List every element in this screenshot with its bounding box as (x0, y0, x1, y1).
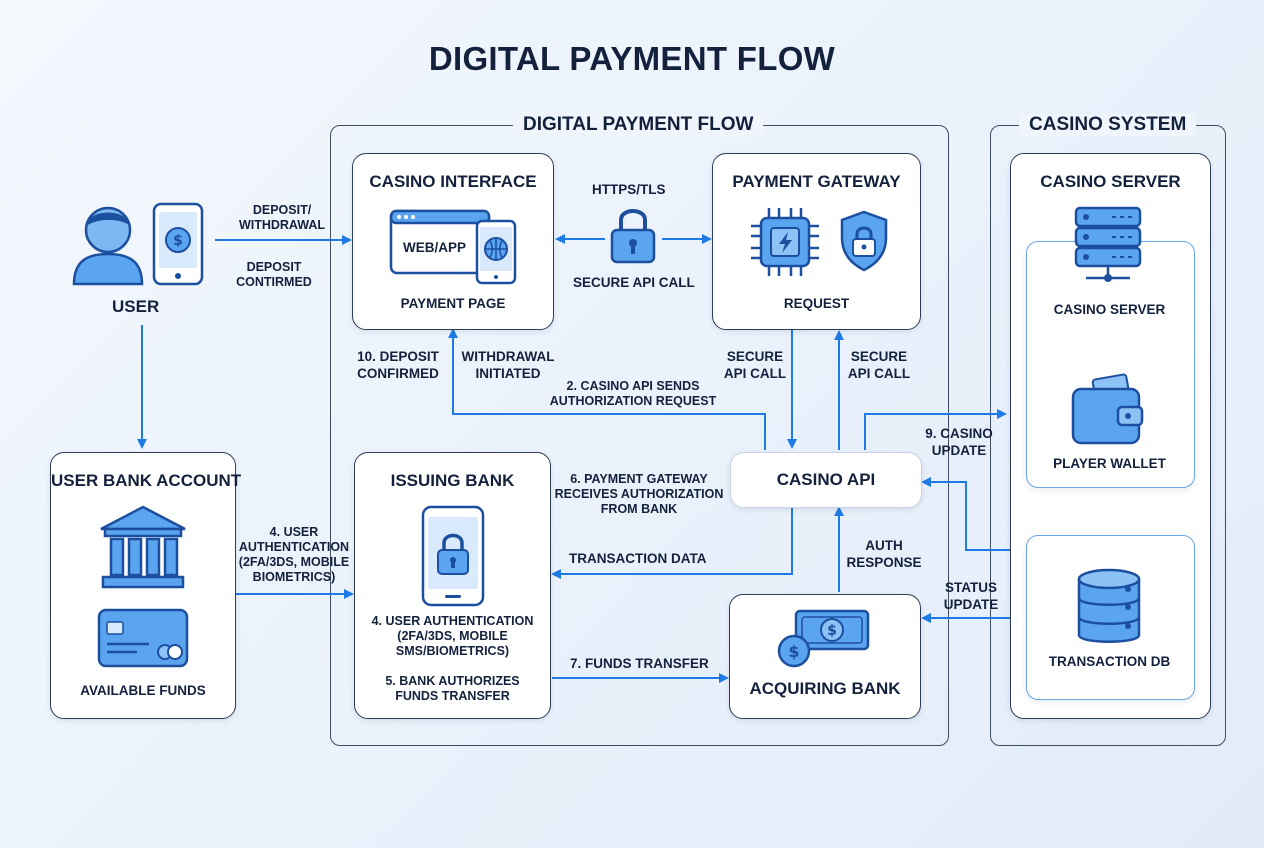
arrow-api-to-casino-system (864, 409, 1007, 450)
phone-lock-icon (421, 505, 485, 612)
casino-server-inner-card[interactable] (1026, 241, 1195, 488)
money-cash-icon: $ $ (776, 607, 872, 674)
https-tls-label: HTTPS/TLS (592, 182, 666, 197)
payment-page-label: PAYMENT PAGE (400, 296, 506, 311)
arrow-db-to-api (921, 477, 1026, 551)
svg-text:$: $ (173, 233, 183, 249)
issuing-bank-box[interactable]: ISSUING BANK 4. USER AUTHENTICATION(2FA/… (354, 452, 551, 719)
acquiring-bank-box[interactable]: $ $ ACQUIRING BANK (729, 594, 921, 719)
bank-building-icon (99, 505, 187, 596)
issuing-bank-title: ISSUING BANK (390, 471, 515, 490)
casino-system-frame-label: CASINO SYSTEM (1019, 114, 1197, 136)
casino-interface-box[interactable]: CASINO INTERFACE WEB/APP PAYMENT PAGE (352, 153, 554, 330)
arrow-api-to-interface (448, 328, 766, 450)
server-rack-icon (1072, 206, 1144, 291)
user-bank-account-title: USER BANK ACCOUNT (51, 471, 242, 490)
casino-server-label: CASINO SERVER (1053, 302, 1166, 317)
available-funds-label: AVAILABLE FUNDS (80, 683, 206, 698)
user-bank-account-box[interactable]: USER BANK ACCOUNT AVAILABLE FUNDS (50, 452, 242, 719)
shield-lock-icon (839, 210, 889, 277)
payment-flow-frame: DIGITAL PAYMENT FLOW (330, 114, 949, 746)
casino-server-title: CASINO SERVER (1040, 172, 1181, 191)
svg-text:$: $ (788, 642, 799, 661)
request-label: REQUEST (783, 296, 850, 311)
svg-text:$: $ (827, 623, 837, 639)
player-wallet-label: PLAYER WALLET (1053, 456, 1166, 471)
transaction-db-label: TRANSACTION DB (1048, 654, 1171, 669)
arrow-transaction-data (551, 508, 793, 579)
deposit-withdrawal-label: DEPOSIT/WITHDRAWAL (238, 203, 326, 232)
padlock-icon (609, 204, 657, 269)
transaction-data-label: TRANSACTION DATA (569, 551, 707, 566)
user-avatar-icon (72, 200, 144, 291)
casino-api-title: CASINO API (776, 470, 876, 489)
user-phone-icon: $ (152, 202, 204, 291)
payment-gateway-title: PAYMENT GATEWAY (732, 172, 901, 191)
chip-icon (749, 206, 821, 283)
acquiring-bank-title: ACQUIRING BANK (749, 679, 901, 698)
funds-transfer-label: 7. FUNDS TRANSFER (570, 656, 709, 671)
credit-card-icon (97, 608, 189, 673)
browser-window-icon (389, 209, 519, 292)
payment-gateway-box[interactable]: PAYMENT GATEWAY REQUEST (712, 153, 921, 330)
web-app-label: WEB/APP (403, 240, 467, 255)
secure-api-call-label: SECURE API CALL (573, 275, 695, 290)
database-icon (1076, 567, 1142, 652)
user-label: USER (112, 297, 160, 316)
page-title: DIGITAL PAYMENT FLOW (428, 40, 836, 77)
wallet-icon (1070, 373, 1146, 450)
payment-flow-frame-label: DIGITAL PAYMENT FLOW (513, 114, 764, 136)
casino-api-box[interactable]: CASINO API (730, 452, 922, 508)
casino-system-frame: CASINO SYSTEM (990, 114, 1226, 746)
casino-interface-title: CASINO INTERFACE (369, 172, 537, 191)
